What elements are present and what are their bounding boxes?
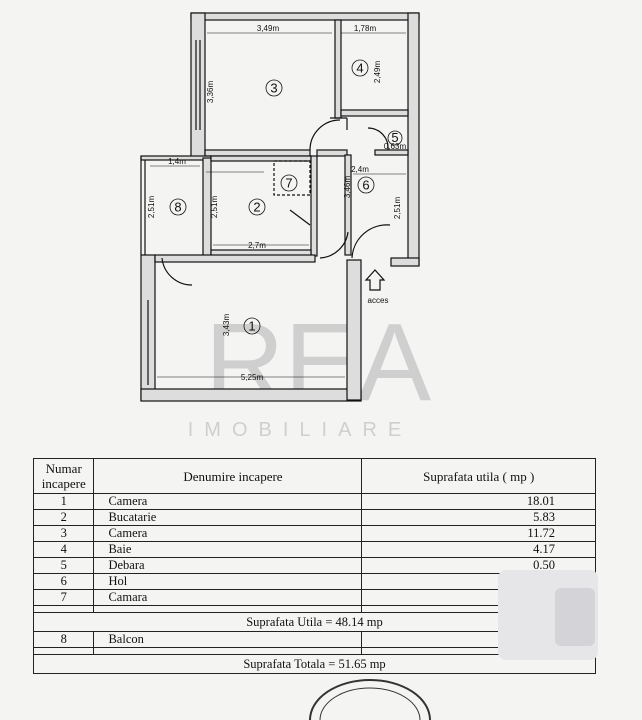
- dim-r8-height: 2,51m: [147, 196, 156, 219]
- dim-r4-width: 1,78m: [354, 24, 377, 33]
- row-number: 7: [32, 589, 95, 606]
- stamp-seal: [309, 679, 431, 720]
- table-row: 6 Hol 7.04: [32, 573, 596, 590]
- dim-r6-right: 2,51m: [393, 197, 402, 220]
- dim-r2-width: 2,7m: [248, 241, 266, 250]
- dim-r1-height: 3,43m: [222, 314, 231, 337]
- dim-r2-height: 2,51m: [210, 196, 219, 219]
- row-name: Baie: [93, 541, 363, 558]
- room-number-4: 4: [356, 61, 363, 76]
- table-row: 2 Bucatarie 5.83: [32, 509, 596, 526]
- header-number: Numar incapere: [32, 458, 95, 494]
- useful-total: Suprafata Utila = 48.14 mp: [33, 612, 596, 632]
- grand-total: Suprafata Totala = 51.65 mp: [33, 654, 596, 674]
- balcony-number: 8: [32, 631, 95, 648]
- row-number: 3: [32, 525, 95, 542]
- room-number-6: 6: [362, 178, 369, 193]
- row-area: 4.17: [361, 541, 596, 558]
- row-name: Camara: [93, 589, 363, 606]
- row-name: Camera: [93, 525, 363, 542]
- dim-r5-width: 0,63m: [384, 142, 407, 151]
- rea-watermark: REA IMOBILIARE: [188, 301, 432, 441]
- area-table: Numar incapere Denumire incapere Suprafa…: [32, 458, 596, 674]
- row-name: Camera: [93, 493, 363, 510]
- floor-plan-drawing: REA IMOBILIARE: [140, 12, 432, 441]
- row-name: Debara: [93, 557, 363, 574]
- room-markers: 1 2 3 4 5 6 7 8: [169, 59, 403, 335]
- walls: [140, 12, 420, 402]
- table-header-row: Numar incapere Denumire incapere Suprafa…: [32, 458, 596, 494]
- table-row: 3 Camera 11.72: [32, 525, 596, 542]
- entrance-label: acces: [368, 296, 389, 305]
- header-area: Suprafata utila ( mp ): [361, 458, 596, 494]
- dim-r3-width: 3,49m: [257, 24, 280, 33]
- dim-r6-width: 2,4m: [351, 165, 369, 174]
- room-number-5: 5: [391, 130, 398, 145]
- grand-total-row: Suprafata Totala = 51.65 mp: [33, 654, 596, 674]
- dimension-lines: [150, 32, 406, 378]
- dim-r4-height: 2,49m: [373, 61, 382, 84]
- dim-r1-width: 5,25m: [241, 373, 264, 382]
- row-number: 4: [32, 541, 95, 558]
- header-name: Denumire incapere: [93, 458, 363, 494]
- dim-r8-width: 1,4m: [168, 157, 186, 166]
- room-number-8: 8: [174, 200, 181, 215]
- row-name: Bucatarie: [93, 509, 363, 526]
- room-number-2: 2: [253, 200, 260, 215]
- rea-tagline-text: IMOBILIARE: [188, 419, 412, 441]
- dim-r3-height: 3,36m: [206, 81, 215, 104]
- row-area: 11.72: [361, 525, 596, 542]
- useful-total-row: Suprafata Utila = 48.14 mp: [33, 612, 596, 632]
- dim-r6-height: 3,46m: [343, 176, 352, 199]
- row-area: 5.83: [361, 509, 596, 526]
- row-number: 2: [32, 509, 95, 526]
- room-number-7: 7: [285, 176, 292, 191]
- room-number-3: 3: [270, 81, 277, 96]
- area-table-container: Numar incapere Denumire incapere Suprafa…: [32, 458, 596, 674]
- row-name: Hol: [93, 573, 363, 590]
- balcony-name: Balcon: [93, 631, 363, 648]
- redaction-blur-inner: [555, 588, 595, 646]
- row-area: 18.01: [361, 493, 596, 510]
- table-row: 4 Baie 4.17: [32, 541, 596, 558]
- rea-logo-text: REA: [205, 301, 432, 424]
- floor-plan: REA IMOBILIARE: [140, 12, 432, 441]
- room-number-1: 1: [248, 319, 255, 334]
- row-number: 6: [32, 573, 95, 590]
- row-number: 1: [32, 493, 95, 510]
- row-number: 5: [32, 557, 95, 574]
- table-row: 1 Camera 18.01: [32, 493, 596, 510]
